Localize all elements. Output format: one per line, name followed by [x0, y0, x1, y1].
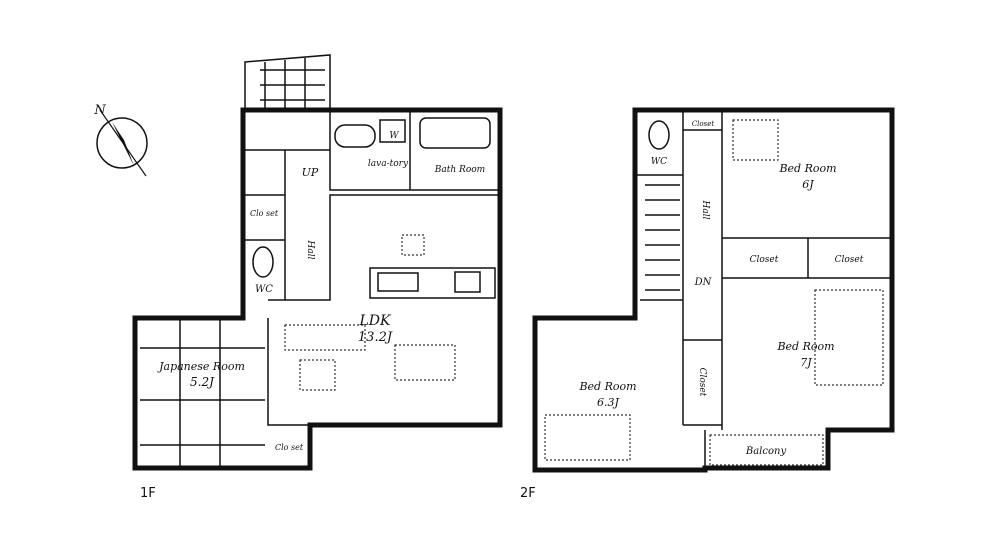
- ldk-label: LDK: [359, 313, 393, 329]
- bedroom-6j-label: Bed Room: [778, 162, 836, 175]
- floor2-hall-label: Hall: [700, 200, 710, 220]
- closet-3-label: Closet: [697, 368, 707, 397]
- bedroom-7j-size: 7J: [800, 356, 812, 369]
- balcony-label: Balcony: [745, 446, 787, 457]
- floor1-up-label: UP: [302, 166, 319, 179]
- japanese-room-label: Japanese Room: [157, 360, 245, 373]
- floor1-outer-wall: [132, 107, 503, 471]
- floor2-outer-wall: [532, 107, 895, 473]
- closet-1-label: Closet: [750, 255, 779, 265]
- entrance-porch: [244, 54, 331, 111]
- japanese-closet-label: Clo set: [275, 443, 304, 452]
- bath-room-label: Bath Room: [434, 165, 485, 175]
- floor2-dn-label: DN: [694, 277, 713, 288]
- floor2-wc-label: WC: [651, 157, 667, 167]
- floor2-small-closet-label: Closet: [692, 120, 715, 128]
- hall-closet-label: Clo set: [250, 209, 279, 218]
- floor1-wc-label: WC: [255, 284, 273, 295]
- lavatory-label: lava-tory: [368, 159, 409, 169]
- bedroom-7j-label: Bed Room: [776, 340, 834, 353]
- compass-north-label: N: [93, 103, 106, 118]
- floor2-label: 2F: [520, 486, 536, 501]
- floor2-plan: [532, 107, 895, 473]
- washer-label: W: [389, 131, 399, 141]
- japanese-room-size: 5.2J: [190, 375, 215, 389]
- closet-2-label: Closet: [835, 255, 864, 265]
- ldk-size: 13.2J: [358, 330, 393, 345]
- compass-icon: [96, 109, 148, 177]
- floor1-hall-label: Hall: [305, 240, 315, 260]
- bedroom-6-3j-label: Bed Room: [578, 380, 636, 393]
- floor1-plan: [132, 54, 503, 471]
- floor1-label: 1F: [140, 486, 156, 501]
- bedroom-6-3j-size: 6.3J: [597, 396, 619, 409]
- bedroom-6j-size: 6J: [802, 178, 814, 191]
